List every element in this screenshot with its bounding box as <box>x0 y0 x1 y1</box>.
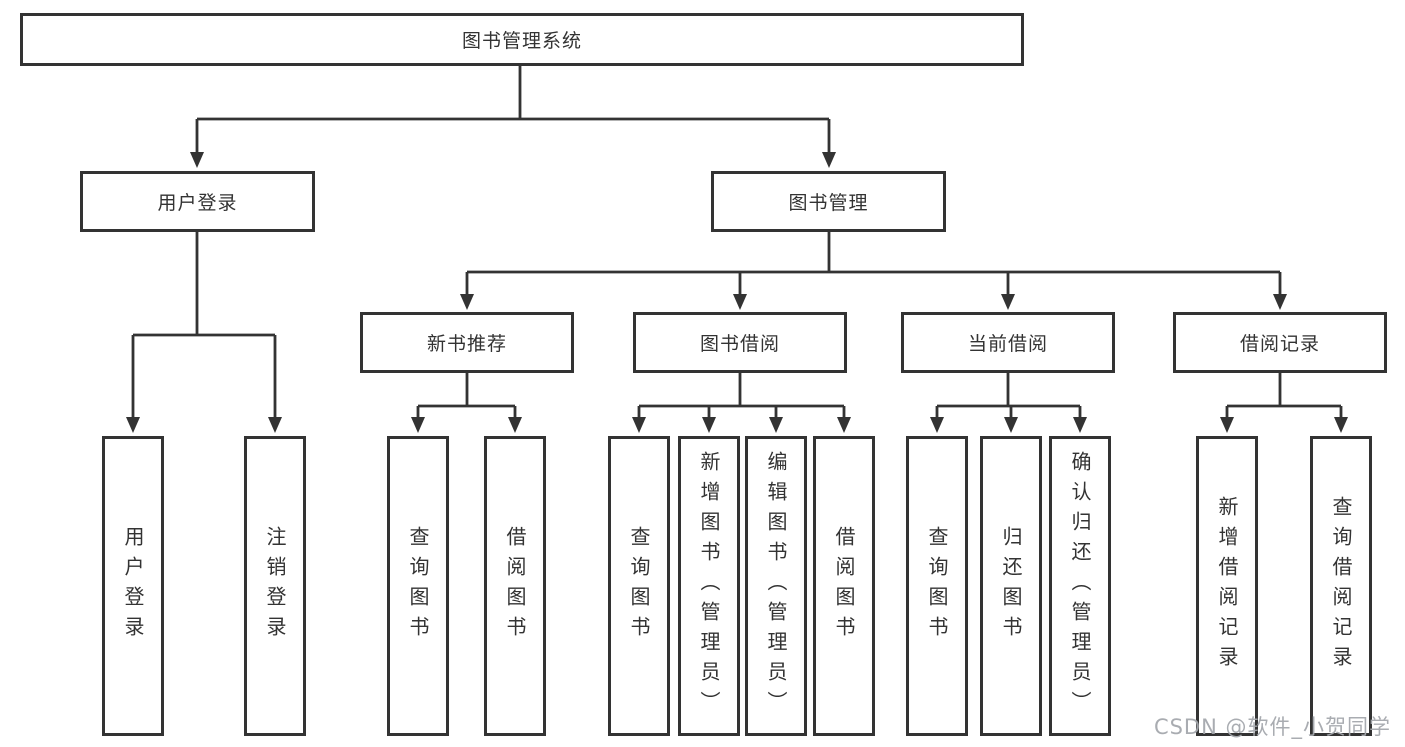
node-new-book-recommend: 新书推荐 <box>360 312 574 373</box>
leaf-confirm-return-admin: 确认归还（管理员） <box>1049 436 1111 736</box>
leaf-query-borrow-record: 查询借阅记录 <box>1310 436 1372 736</box>
node-user-login: 用户登录 <box>80 171 315 232</box>
node-current-borrowing: 当前借阅 <box>901 312 1115 373</box>
node-book-borrowing: 图书借阅 <box>633 312 847 373</box>
leaf-borrow-books-recommend: 借阅图书 <box>484 436 546 736</box>
leaf-add-borrow-record: 新增借阅记录 <box>1196 436 1258 736</box>
leaf-user-login: 用户登录 <box>102 436 164 736</box>
leaf-edit-book-admin: 编辑图书（管理员） <box>745 436 807 736</box>
csdn-watermark: CSDN @软件_小贺同学 <box>1153 715 1391 739</box>
leaf-return-book: 归还图书 <box>980 436 1042 736</box>
leaf-query-books-borrowing: 查询图书 <box>608 436 670 736</box>
leaf-logout: 注销登录 <box>244 436 306 736</box>
leaf-borrow-books-borrowing: 借阅图书 <box>813 436 875 736</box>
leaf-add-book-admin: 新增图书（管理员） <box>678 436 740 736</box>
leaf-query-books-recommend: 查询图书 <box>387 436 449 736</box>
leaf-query-books-current: 查询图书 <box>906 436 968 736</box>
node-borrowing-records: 借阅记录 <box>1173 312 1387 373</box>
node-book-management: 图书管理 <box>711 171 946 232</box>
node-root-library-system: 图书管理系统 <box>20 13 1024 66</box>
